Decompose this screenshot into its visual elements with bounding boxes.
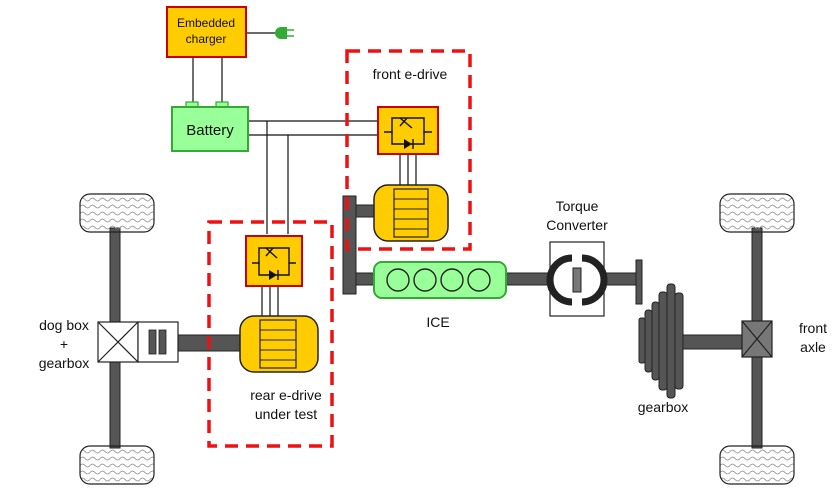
front-axle-label-line2: axle <box>800 339 826 355</box>
dog-box-label-line3: gearbox <box>39 355 90 371</box>
coupling-vertical-shaft <box>342 195 357 295</box>
front-inverter <box>377 106 439 155</box>
torque-converter-label-line2: Converter <box>546 217 608 233</box>
battery: Battery <box>171 101 249 152</box>
power-cables <box>192 32 417 320</box>
embedded-charger-label-line2: charger <box>186 32 227 46</box>
ice-label: ICE <box>426 314 449 330</box>
torque-converter <box>546 241 608 317</box>
front-left-wheel <box>719 193 795 233</box>
edrive-to-coupling-shaft <box>355 204 377 218</box>
ice-engine <box>373 261 507 299</box>
dog-box-gearbox <box>137 321 179 363</box>
rear-inverter <box>245 235 303 287</box>
ice-to-converter-shaft <box>505 272 553 286</box>
front-gearbox <box>638 283 684 399</box>
gearbox-label: gearbox <box>638 399 689 415</box>
battery-label: Battery <box>186 122 234 139</box>
dog-box <box>97 321 139 363</box>
embedded-charger-label-line1: Embedded <box>177 16 235 30</box>
torque-converter-label-line1: Torque <box>556 198 599 214</box>
front-axle-differential <box>741 320 773 358</box>
embedded-charger: Embedded charger <box>166 6 247 58</box>
front-axle-label-line1: front <box>799 320 827 336</box>
rear-edrive-label-line2: under test <box>255 406 317 422</box>
front-edrive-highlight <box>345 49 472 251</box>
rear-edrive-highlight <box>207 220 334 448</box>
front-e-motor <box>373 184 449 242</box>
plug-icon <box>275 27 294 39</box>
rear-edrive-label-line1: rear e-drive <box>250 387 322 403</box>
rear-left-wheel <box>79 193 155 233</box>
dog-box-label-line2: + <box>60 336 68 352</box>
rear-drive-shaft <box>177 334 245 352</box>
output-flange <box>635 259 643 305</box>
front-right-wheel <box>719 445 795 485</box>
rear-right-wheel <box>79 445 155 485</box>
rear-e-motor <box>239 315 319 373</box>
dog-box-label-line1: dog box <box>39 317 89 333</box>
front-edrive-label: front e-drive <box>373 66 448 82</box>
